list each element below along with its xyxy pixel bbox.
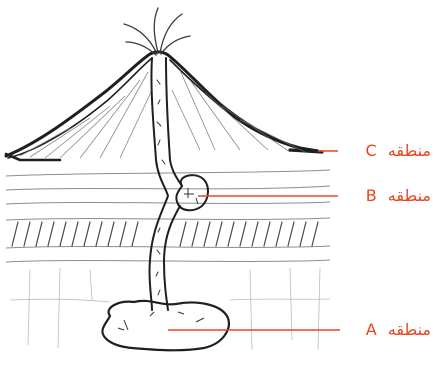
zone-word-a: منطقه [388, 320, 431, 339]
zone-label-b: منطقه B [366, 186, 431, 206]
zone-letter-b: B [366, 186, 377, 205]
cone-shading [20, 70, 305, 158]
main-magma-chamber [102, 301, 228, 350]
zone-word-b: منطقه [388, 186, 431, 205]
magma-conduit [149, 58, 182, 310]
zone-word-c: منطقه [388, 141, 431, 160]
zone-label-a: منطقه A [366, 320, 431, 340]
zone-letter-c: C [366, 141, 377, 160]
secondary-magma-chamber [176, 175, 208, 210]
crater-plume [124, 8, 190, 55]
volcano-cone [6, 52, 322, 160]
zone-label-c: منطقه C [366, 141, 431, 161]
lower-strata [10, 268, 330, 350]
rock-strata [6, 170, 330, 262]
zone-letter-a: A [366, 320, 377, 339]
